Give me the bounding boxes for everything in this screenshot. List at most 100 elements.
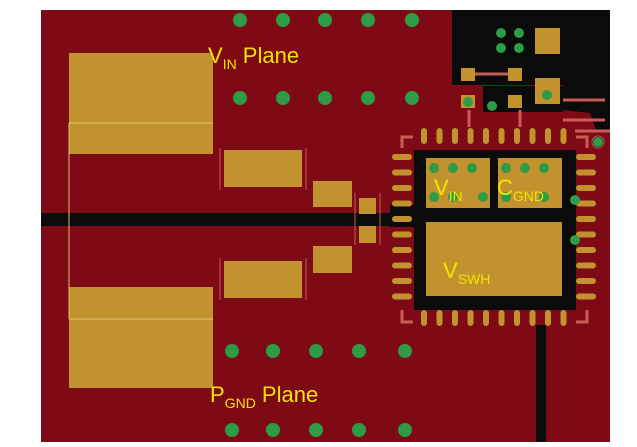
- ic-pin: [514, 128, 520, 144]
- ic-pin: [545, 310, 551, 326]
- ic-pin: [576, 185, 596, 191]
- via: [225, 423, 239, 437]
- ic-pin: [576, 216, 596, 222]
- ic-pin: [576, 262, 596, 269]
- via: [361, 91, 375, 105]
- via: [266, 344, 280, 358]
- vin-plane-pad: [69, 53, 213, 154]
- via: [539, 192, 549, 202]
- via: [361, 13, 375, 27]
- ic-pin: [436, 128, 443, 144]
- ic-pin: [392, 293, 412, 300]
- component-silk-upper: [219, 148, 307, 190]
- ic-pin: [392, 231, 412, 238]
- vin-plane-label-sub: IN: [223, 56, 237, 72]
- vin-pad-label-main: V: [434, 175, 449, 200]
- ic-pin: [545, 128, 551, 144]
- cgnd-pad-label: CGND: [497, 175, 544, 204]
- vswh-pad-label: VSWH: [443, 258, 490, 287]
- capacitor-pad-a: [359, 198, 376, 214]
- horizontal-isolation-gap: [41, 213, 393, 226]
- via: [309, 423, 323, 437]
- ic-pin: [483, 128, 489, 144]
- ic-pin: [421, 310, 427, 326]
- via: [398, 423, 412, 437]
- component-silk-lower: [219, 258, 307, 300]
- ic-pin: [560, 128, 567, 144]
- pgnd-plane-label: PGND Plane: [210, 382, 318, 411]
- via: [352, 344, 366, 358]
- ic-pin: [392, 262, 412, 269]
- via: [429, 163, 439, 173]
- via: [501, 163, 511, 173]
- ic-pin: [576, 293, 596, 300]
- via: [266, 423, 280, 437]
- ic-pin: [576, 200, 596, 207]
- via: [448, 192, 458, 202]
- via: [478, 192, 488, 202]
- pgnd-plane-label-main: P: [210, 382, 225, 407]
- via: [520, 163, 530, 173]
- via: [352, 423, 366, 437]
- ic-pin: [421, 128, 427, 144]
- ic-silk-corner-tl: [400, 135, 413, 148]
- ic-pin: [392, 278, 412, 284]
- via: [467, 163, 477, 173]
- via: [496, 28, 506, 38]
- vin-pad-label-sub: IN: [449, 188, 463, 204]
- via: [570, 235, 580, 245]
- small-pad-upper: [313, 181, 352, 207]
- pgnd-plane-label-rest: Plane: [256, 382, 318, 407]
- ic-silk-corner-tr: [576, 135, 589, 148]
- via: [487, 101, 497, 111]
- cgnd-pad-label-main: C: [497, 175, 513, 200]
- via: [225, 344, 239, 358]
- component-pad-upper: [224, 150, 302, 187]
- via: [429, 192, 439, 202]
- via: [405, 91, 419, 105]
- via: [398, 344, 412, 358]
- vin-plane-label: VIN Plane: [208, 43, 299, 72]
- ic-pin: [576, 278, 596, 284]
- via: [309, 344, 323, 358]
- small-pad-lower: [313, 246, 352, 273]
- capacitor-pad-b: [359, 226, 376, 243]
- vswh-pad: [426, 222, 562, 296]
- vin-plane-label-rest: Plane: [237, 43, 299, 68]
- via: [463, 97, 473, 107]
- capacitor-silk: [354, 193, 381, 245]
- ic-pin: [452, 310, 458, 326]
- ic-pin: [529, 310, 536, 326]
- cgnd-pad-label-sub: GND: [513, 188, 544, 204]
- via: [496, 43, 506, 53]
- via: [276, 91, 290, 105]
- via: [514, 28, 524, 38]
- ic-pins: [392, 128, 596, 326]
- via: [539, 163, 549, 173]
- vswh-pad-label-main: V: [443, 258, 458, 283]
- via: [405, 13, 419, 27]
- ic-pin: [392, 247, 412, 253]
- ic-pin: [514, 310, 520, 326]
- via: [448, 163, 458, 173]
- ic-silk-corner-br: [576, 310, 589, 324]
- ic-pin: [436, 310, 443, 326]
- ic-pin: [392, 185, 412, 191]
- ic-pin: [560, 310, 567, 326]
- ic-pin: [392, 169, 412, 176]
- ic-pin: [452, 128, 458, 144]
- component-pad-lower: [224, 261, 302, 298]
- via: [542, 90, 552, 100]
- vswh-pad-label-sub: SWH: [458, 271, 491, 287]
- ic-pin: [498, 128, 505, 144]
- right-traces: [563, 98, 610, 133]
- ic-pin: [483, 310, 489, 326]
- top-traces: [467, 110, 522, 127]
- ic-pin: [576, 247, 596, 253]
- ic-silk-corner-bl: [400, 310, 413, 324]
- vias: [225, 13, 603, 437]
- via: [318, 13, 332, 27]
- via: [501, 192, 511, 202]
- vin-pad-label: VIN: [434, 175, 463, 204]
